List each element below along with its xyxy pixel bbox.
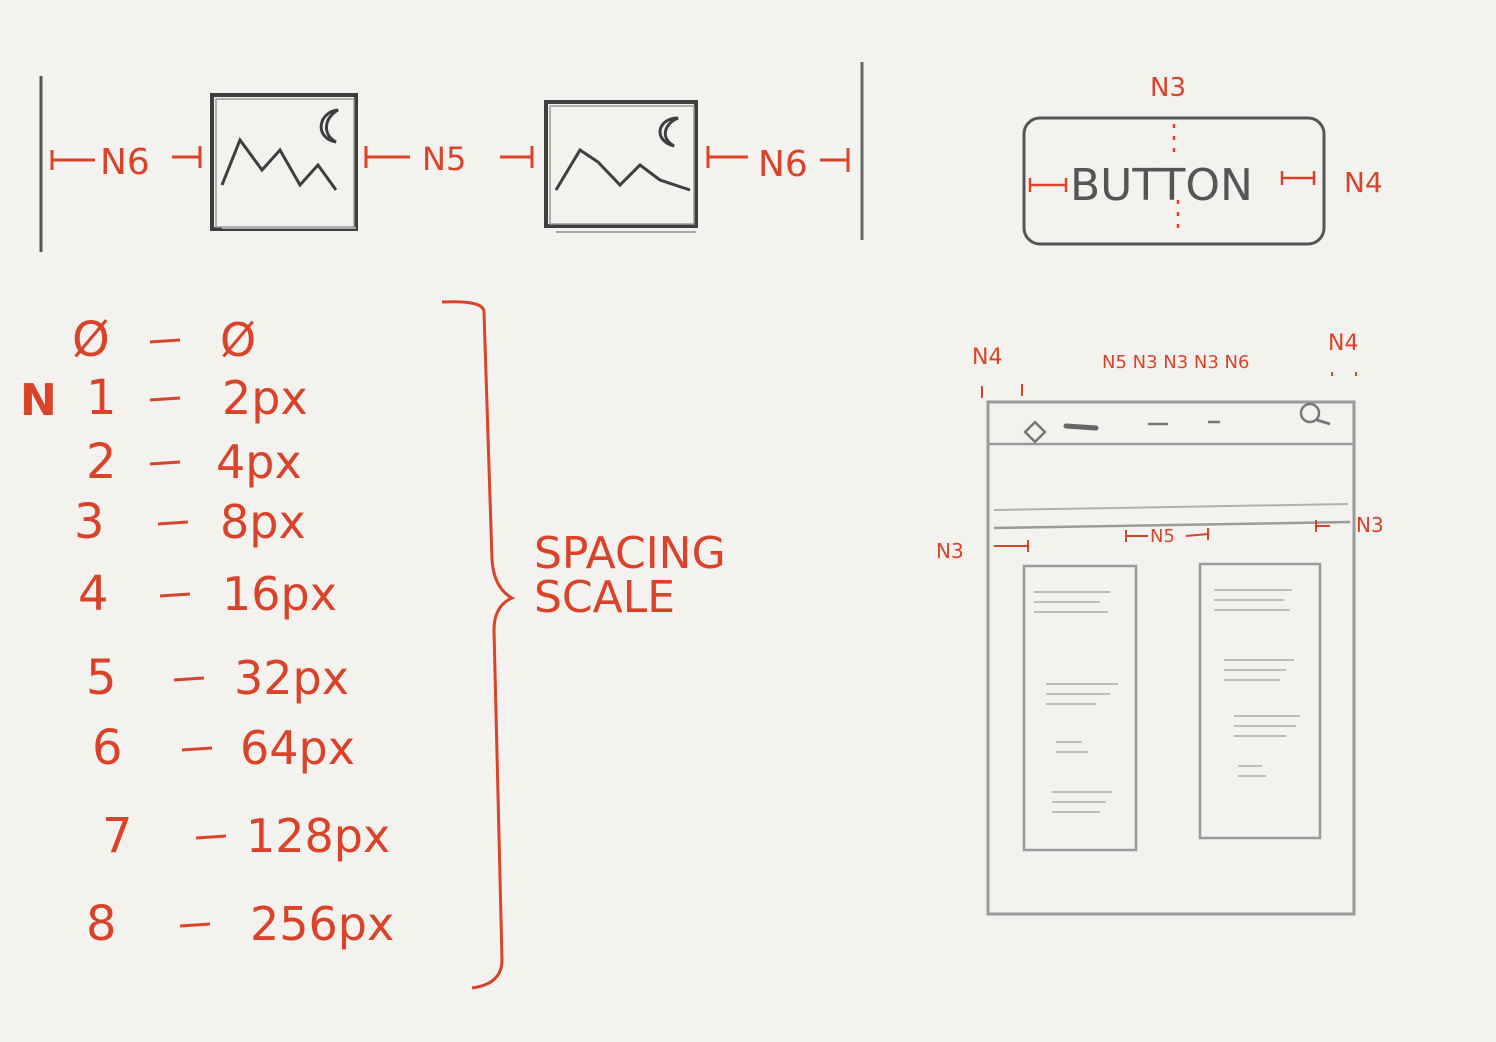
scale-step: Ø (72, 312, 110, 368)
button-label: BUTTON (1070, 160, 1253, 211)
scale-row: 1 2px (86, 370, 308, 426)
button-outline (1022, 116, 1326, 246)
layout-mock: N4 N5 N3 N3 N3 N6 N4 N3 N5 N3 (936, 331, 1384, 916)
scale-value: 8px (220, 495, 306, 549)
scale-step: 2 (86, 434, 117, 490)
scale-row: 3 8px (74, 494, 306, 550)
scale-value: 32px (234, 651, 349, 705)
scale-prefix: N (20, 375, 57, 426)
scale-dash (179, 922, 211, 928)
content-column-right (1198, 562, 1322, 840)
mock-label-nav-spacing: N5 N3 N3 N3 N6 (1102, 352, 1249, 373)
button-padding-spec: BUTTON N3 N4 (1022, 73, 1383, 246)
button-padding-vertical-label: N3 (1150, 73, 1186, 103)
scale-value: 16px (222, 567, 337, 621)
mock-label-top-left: N4 (972, 345, 1002, 370)
scale-dash (181, 746, 213, 752)
scale-step: 8 (86, 896, 117, 952)
scale-step: 4 (78, 566, 109, 622)
scale-dash (195, 834, 227, 840)
scale-value: 128px (246, 809, 390, 863)
image-placeholder-icon (210, 93, 358, 231)
gap-marker-middle (364, 146, 534, 168)
gap-marker-left (50, 146, 202, 170)
mock-label-top-right: N4 (1328, 331, 1358, 356)
scale-dash (173, 676, 205, 682)
scale-row: 8 256px (86, 896, 394, 952)
scale-dash (149, 338, 181, 344)
scale-row: 4 16px (78, 566, 337, 622)
scale-step: 5 (86, 650, 117, 706)
search-icon (1299, 402, 1331, 426)
image-placeholder-icon (544, 100, 698, 233)
button-padding-horizontal-label: N4 (1344, 166, 1383, 199)
scale-row: 6 64px (92, 720, 355, 776)
scale-value: 2px (222, 371, 308, 425)
scale-value: 256px (250, 897, 394, 951)
scale-step: 7 (102, 808, 133, 864)
placeholder-text-lines (1034, 589, 1300, 813)
scale-dash (149, 396, 181, 402)
scale-title-line1: SPACING (534, 528, 726, 579)
scale-row: 5 32px (86, 650, 349, 706)
scale-row: 7 128px (102, 808, 390, 864)
logo-icon (1023, 420, 1047, 444)
scale-value: 4px (216, 435, 302, 489)
scale-value: Ø (220, 313, 256, 367)
scale-row: 2 4px (86, 434, 302, 490)
scale-dash (149, 460, 181, 466)
gap-label-middle: N5 (422, 140, 466, 178)
scale-value: 64px (240, 721, 355, 775)
gap-marker-right (706, 146, 850, 172)
image-spacing-row: N6 N5 N6 (39, 62, 864, 252)
scale-dash (159, 592, 191, 598)
scale-step: 6 (92, 720, 123, 776)
scale-step: 3 (74, 494, 105, 550)
mock-label-content-middle: N5 (1150, 526, 1175, 547)
mock-window (986, 400, 1356, 916)
scale-title-line2: SCALE (534, 572, 675, 623)
scale-brace (441, 300, 516, 990)
scale-step: 1 (86, 370, 117, 426)
mock-label-content-right: N3 (1356, 513, 1384, 537)
content-column-left (1022, 564, 1138, 852)
scale-dash (157, 520, 189, 526)
gap-label-left: N6 (100, 142, 150, 183)
mock-label-content-left: N3 (936, 539, 964, 563)
gap-label-right: N6 (758, 144, 808, 185)
